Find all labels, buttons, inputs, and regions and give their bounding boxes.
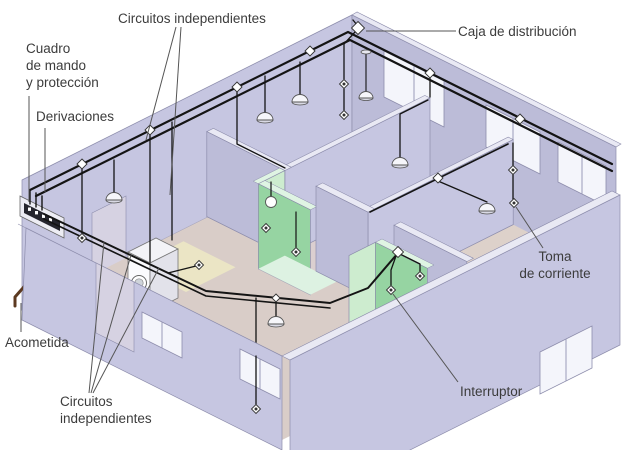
- ceiling-lamp: [267, 316, 285, 328]
- label-derivaciones: Derivaciones: [36, 109, 115, 124]
- pendant-lamp: [358, 49, 374, 101]
- ceiling-lamp: [478, 203, 496, 215]
- wall-switch: [338, 109, 350, 121]
- label-caja-distribucion: Caja de distribución: [458, 24, 577, 39]
- junction-box: [432, 172, 444, 184]
- power-socket: [414, 270, 426, 282]
- interruptor-switch: [385, 284, 397, 296]
- power-socket: [76, 232, 88, 244]
- junction-box: [304, 45, 316, 57]
- label-interruptor: Interruptor: [460, 384, 523, 399]
- leader-toma: [515, 206, 544, 249]
- junction-box: [424, 67, 436, 79]
- door-opening: [95, 262, 135, 353]
- front-walls: [17, 190, 621, 450]
- label-acometida: Acometida: [5, 335, 69, 350]
- label-circuitos-independientes-bottom: Circuitos independientes: [60, 394, 152, 426]
- power-socket: [290, 246, 302, 258]
- leader-circuitos-bottom: [90, 254, 132, 394]
- junction-box: [231, 81, 243, 93]
- leader-interruptor: [392, 293, 459, 383]
- wall-switch: [507, 164, 519, 176]
- bathroom-floor: [258, 255, 337, 295]
- window: [141, 311, 183, 359]
- ceiling-lamp: [291, 94, 309, 106]
- window: [539, 325, 593, 395]
- switches-sockets: [76, 78, 520, 415]
- label-cuadro-mando: Cuadro de mando y protección: [26, 41, 99, 90]
- window: [239, 348, 281, 400]
- service-panel: [19, 195, 65, 239]
- leader-circuitos-top: [145, 26, 177, 141]
- junction-box: [514, 113, 526, 125]
- ceiling-lamp: [391, 157, 409, 169]
- leader-circuitos-bottom: [88, 241, 105, 394]
- toma-socket: [508, 197, 520, 209]
- leader-lines: [20, 26, 544, 394]
- front-right-wall: [289, 194, 621, 450]
- distribution-box: [350, 20, 366, 36]
- ball-lamp: [265, 196, 277, 208]
- leader-circuitos-top: [169, 26, 182, 196]
- junction-box: [271, 293, 281, 303]
- leader-circuitos-bottom: [92, 267, 160, 394]
- ceiling-lamp: [105, 192, 123, 204]
- power-socket: [250, 403, 262, 415]
- power-socket: [193, 259, 205, 271]
- junction-box: [391, 245, 405, 259]
- wall-switch: [338, 78, 350, 90]
- wall-switch: [260, 222, 272, 234]
- junction-boxes: [76, 20, 526, 303]
- ceiling-lamp: [256, 112, 274, 124]
- lamps: [105, 49, 496, 328]
- label-toma-corriente: Toma de corriente: [519, 249, 591, 281]
- label-circuitos-independientes-top: Circuitos independientes: [118, 11, 266, 26]
- junction-box: [76, 158, 88, 170]
